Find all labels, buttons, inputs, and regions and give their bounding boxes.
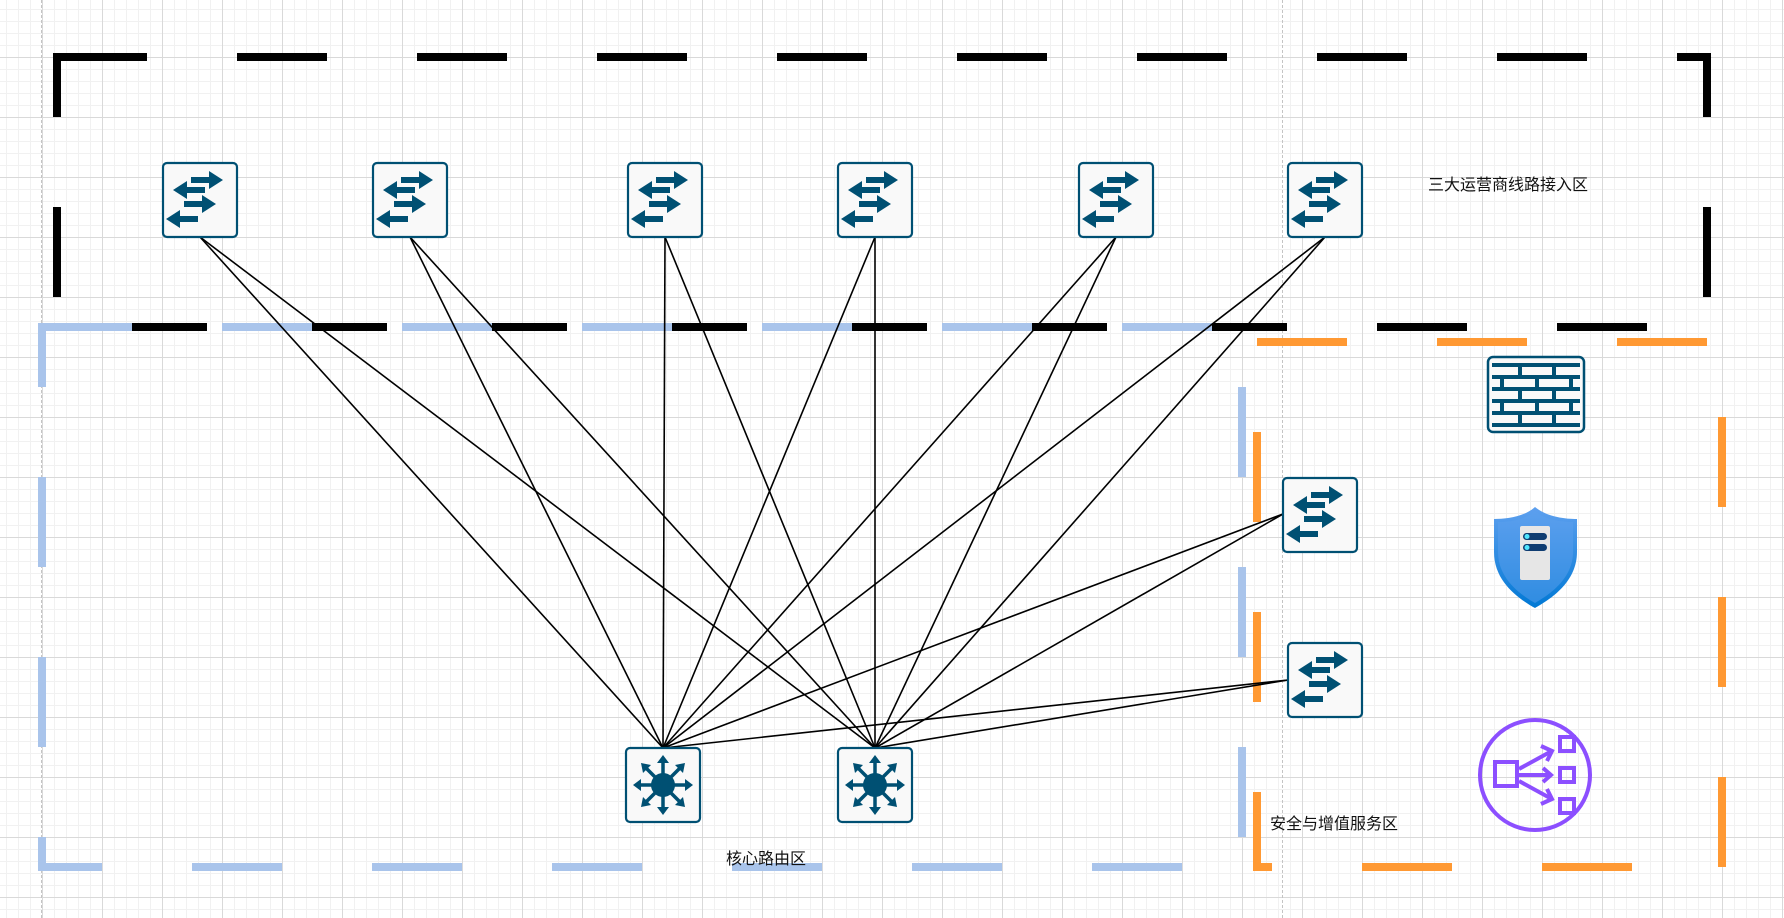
links-layer — [199, 236, 1326, 749]
link-service-switch-2-to-core-router-1[interactable] — [662, 679, 1289, 749]
shield-server-icon[interactable] — [1494, 507, 1577, 608]
link-access-switch-3-to-core-router-1[interactable] — [662, 236, 666, 749]
link-access-switch-2-to-core-router-1[interactable] — [409, 236, 664, 749]
service-switch-2-switch-icon[interactable] — [1286, 641, 1364, 719]
zone-label-security-services: 安全与增值服务区 — [1270, 814, 1399, 833]
load-balancer-icon[interactable] — [1478, 718, 1592, 832]
access-switch-4-switch-icon[interactable] — [836, 161, 914, 239]
link-access-switch-1-to-core-router-2[interactable] — [199, 236, 876, 749]
access-switch-3-switch-icon[interactable] — [626, 161, 704, 239]
link-service-switch-2-to-core-router-2[interactable] — [874, 679, 1289, 749]
link-access-switch-2-to-core-router-2[interactable] — [409, 236, 876, 749]
link-access-switch-3-to-core-router-2[interactable] — [664, 236, 876, 749]
link-access-switch-6-to-core-router-2[interactable] — [874, 236, 1326, 749]
core-router-1-layer3-switch-icon[interactable] — [624, 746, 702, 824]
link-access-switch-1-to-core-router-1[interactable] — [199, 236, 664, 749]
access-switch-2-switch-icon[interactable] — [371, 161, 449, 239]
link-access-switch-6-to-core-router-1[interactable] — [662, 236, 1326, 749]
access-switch-1-switch-icon[interactable] — [161, 161, 239, 239]
page-guide-right — [1282, 0, 1283, 918]
link-service-switch-1-to-core-router-1[interactable] — [662, 513, 1284, 749]
firewall-icon[interactable] — [1486, 355, 1586, 434]
link-access-switch-4-to-core-router-1[interactable] — [662, 236, 876, 749]
zone-border-carrier-access — [53, 53, 1711, 331]
access-switch-6-switch-icon[interactable] — [1286, 161, 1364, 239]
zone-border-security-services — [1253, 338, 1726, 871]
link-access-switch-5-to-core-router-1[interactable] — [662, 236, 1117, 749]
page-guide-left — [41, 0, 42, 918]
link-service-switch-1-to-core-router-2[interactable] — [874, 513, 1284, 749]
link-access-switch-5-to-core-router-2[interactable] — [874, 236, 1117, 749]
access-switch-5-switch-icon[interactable] — [1077, 161, 1155, 239]
zone-label-carrier-access: 三大运营商线路接入区 — [1428, 175, 1589, 194]
zone-label-core-routing: 核心路由区 — [726, 849, 807, 868]
core-router-2-layer3-switch-icon[interactable] — [836, 746, 914, 824]
zone-border-core-routing — [38, 323, 1246, 871]
service-switch-1-switch-icon[interactable] — [1281, 476, 1359, 554]
